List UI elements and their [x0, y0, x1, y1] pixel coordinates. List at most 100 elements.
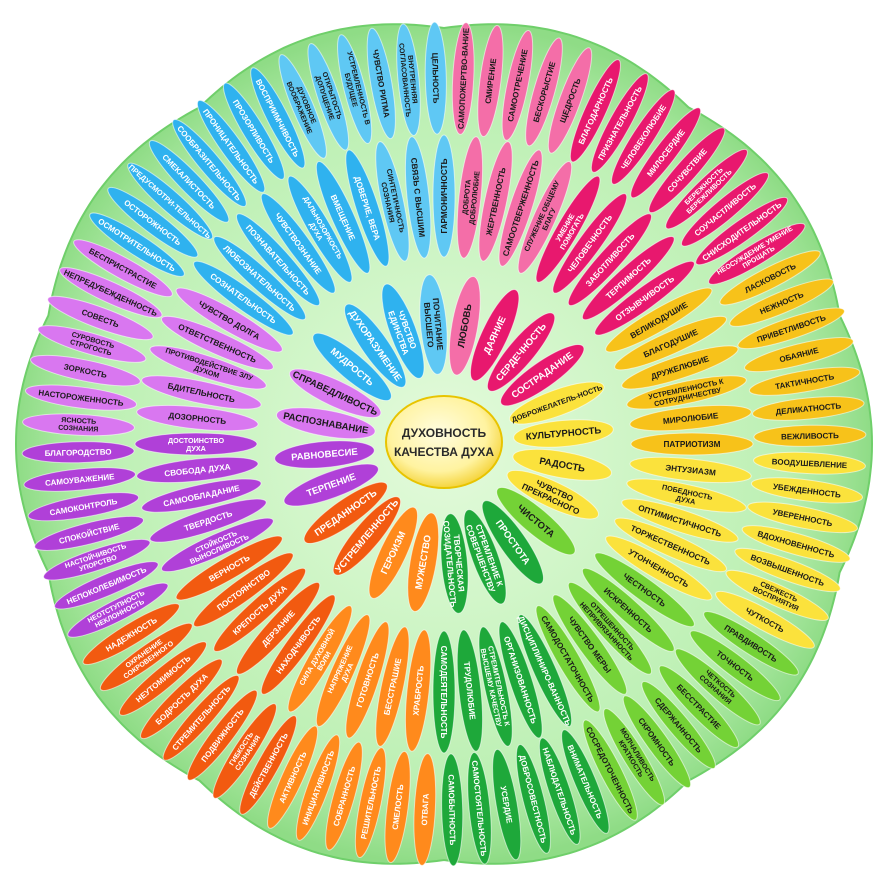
petal-shape [440, 513, 469, 614]
petal-shape [517, 160, 573, 274]
petal-shape [325, 741, 363, 851]
petal-shape [630, 107, 702, 199]
petal-label: ГАРМОНИЧНОСТЬ [440, 158, 449, 233]
center-ellipse [385, 395, 503, 489]
petal-shape [345, 621, 390, 739]
petal-shape [118, 641, 208, 716]
petal-shape [703, 611, 799, 676]
petal-shape [315, 614, 371, 728]
petal-shape [23, 467, 136, 492]
petal-shape [535, 175, 601, 283]
petal-shape [513, 419, 614, 448]
petal-outer: УСЕРДИЕ [492, 748, 522, 861]
petal-shape [500, 344, 585, 407]
petal-outer: ОТВАГА [413, 753, 437, 866]
petal-shape [276, 407, 376, 440]
petal-shape [175, 287, 283, 353]
petal-outer: САМОПОЖЕРТВО-ВАНИЕ [451, 22, 475, 135]
petal-inner: РАВНОВЕСИЕ [274, 440, 375, 469]
petal-inner: КУЛЬТУРНОСТЬ [513, 419, 614, 448]
petal-shape [196, 99, 266, 193]
petal-shape [345, 149, 390, 267]
petal-shape [547, 47, 593, 154]
petal-shape [375, 141, 410, 262]
petal-shape [515, 744, 551, 854]
petal-shape [626, 478, 747, 513]
petal-shape [506, 470, 599, 520]
petal-shape [27, 492, 140, 522]
petal-outer: ЧУТКОСТЬ [715, 590, 815, 649]
petal-shape [148, 140, 230, 223]
petal-shape [274, 440, 375, 469]
petal-shape [567, 213, 653, 307]
center-disk: ДУХОВНОСТЬ КАЧЕСТВА ДУХА [385, 395, 503, 489]
petal-shape [381, 283, 425, 379]
petal-shape [441, 753, 464, 867]
petal-shape [498, 621, 543, 739]
petal-inner: ГЕРОИЗМ [368, 506, 418, 599]
petal-shape [569, 59, 621, 163]
petal-shape [680, 172, 770, 247]
petal-shape [689, 630, 781, 702]
petal-shape [741, 525, 851, 563]
petal-shape [141, 478, 262, 513]
petal-shape [213, 235, 307, 321]
petal-label: САМОДЕЯТЕЛЬНОСТЬ [440, 646, 449, 739]
petal-shape [260, 594, 336, 695]
petal-shape [59, 267, 163, 319]
petal-inner: ТВОРЧЕСКАЯСОЗИДАТЕЛЬНОСТЬ [440, 513, 469, 614]
petal-shape [729, 278, 834, 327]
petal-shape [34, 515, 144, 551]
petal-shape [375, 626, 410, 747]
petal-middle: ЭНТУЗИАЗМ [629, 456, 752, 484]
petal-shape [451, 22, 475, 135]
petal-shape [368, 506, 418, 599]
petal-shape [748, 366, 861, 396]
petal-shape [630, 432, 754, 456]
petal-shape [581, 567, 675, 653]
petal-shape [136, 404, 259, 432]
petal-shape [283, 463, 379, 507]
petal-middle: ВМЕЩЕНИЕ [315, 160, 371, 274]
petal-shape [512, 448, 612, 481]
petal-shape [396, 23, 421, 136]
petal-shape [621, 345, 739, 390]
petal-middle: ЖЕРТВЕННОСТЬ [478, 141, 513, 262]
petal-label: ВЕЖЛИВОСТЬ [781, 431, 839, 441]
petal-outer: САМОСТОЯТЕЛЬНОСТЬ [467, 752, 492, 865]
petal-outer: САМОКОНТРОЛЬ [27, 492, 140, 522]
petal-shape [753, 451, 866, 475]
petal-shape [629, 404, 752, 432]
petal-shape [43, 538, 151, 581]
petal-shape [747, 501, 859, 534]
petal-shape [37, 325, 147, 363]
petal-outer: СМЕЛОСТЬ [384, 750, 411, 864]
petal-shape [605, 535, 713, 601]
petal-shape [605, 287, 713, 353]
petal-shape [239, 715, 298, 815]
petal-shape [463, 509, 507, 605]
petal-shape [278, 54, 327, 159]
petal-shape [303, 481, 388, 544]
petal-middle: СВЯЗЬ С ВЫСШИМ [404, 136, 432, 259]
petal-shape [332, 496, 402, 576]
petal-shape [260, 193, 336, 294]
petal-middle: ТРУДОЛЮБИЕ [456, 629, 484, 752]
petal-shape [611, 89, 676, 185]
petal-inner: ЛЮБОВЬ [448, 276, 481, 376]
petal-shape [149, 498, 267, 543]
petal-shape [734, 547, 841, 593]
petal-middle: ХРАБРОСТЬ [404, 629, 432, 752]
petal-shape [517, 614, 573, 728]
petal-middle: СВОБОДА ДУХА [136, 456, 259, 484]
petal-shape [160, 315, 274, 371]
petal-shape [552, 193, 628, 294]
petal-shape [594, 552, 695, 628]
petal-shape [295, 734, 341, 841]
petal-shape [509, 381, 605, 425]
petal-shape [614, 517, 728, 573]
petal-shape [250, 67, 306, 169]
petal-label: ЦЕЛЬНОСТЬ [431, 53, 441, 104]
